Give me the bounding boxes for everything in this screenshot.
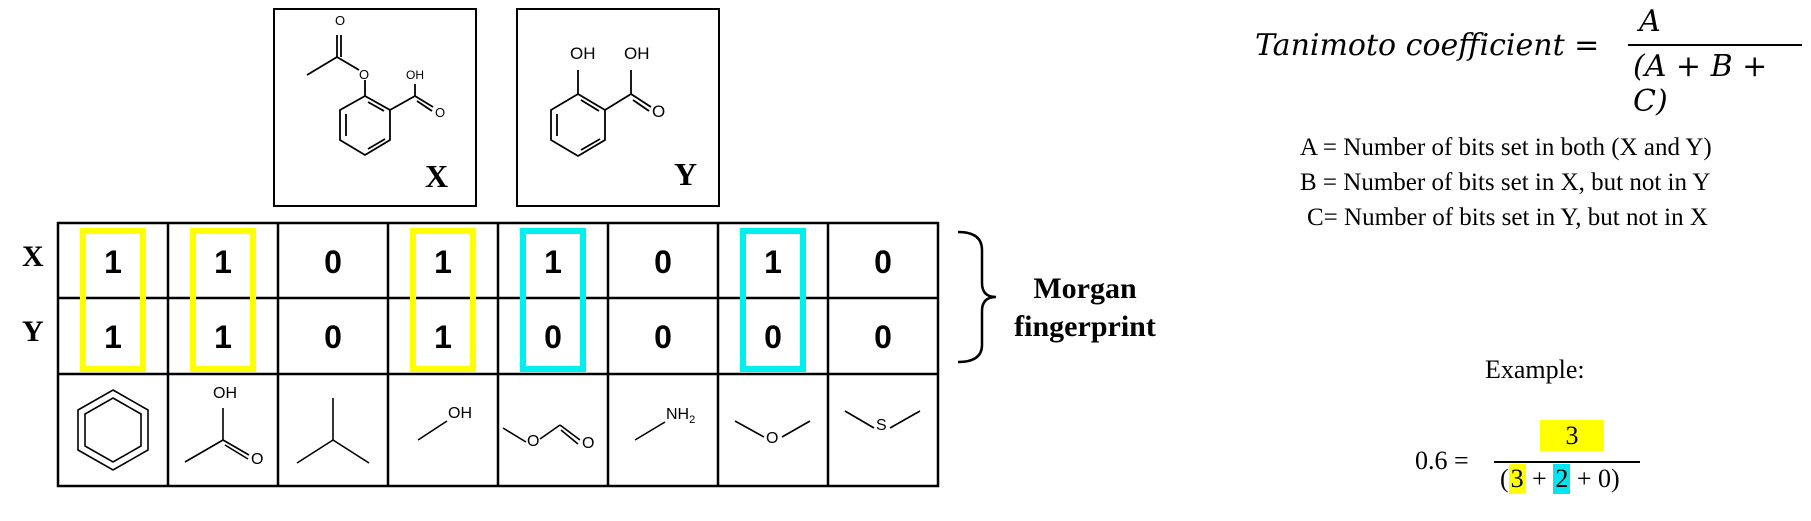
benzene-fragment [77,389,149,471]
fragment-label-s: S [876,417,887,434]
fragment-label-o: O [527,433,540,450]
fragment-label-o: O [582,435,595,452]
atom-label-oh: OH [624,44,650,63]
atom-label-oh: OH [570,44,596,63]
tanimoto-numerator: A [1639,4,1661,39]
paren-open: ( [1500,464,1509,493]
fraction-line [1628,44,1802,46]
amine-fragment [634,421,666,441]
molecule-y-box: OH OH O Y [516,8,720,207]
bit-cell: 0 [654,319,672,355]
thioether-fragment [844,410,921,429]
plus-sign: + [1525,464,1554,493]
salicylic-acid-structure [550,70,652,158]
definition-c: C= Number of bits set in Y, but not in X [1307,204,1708,231]
hydroxyl-fragment [417,420,448,441]
label-line: Morgan [1033,272,1137,305]
molecule-x-box: O O OH O X [273,8,477,207]
denominator-rest: + 0) [1570,464,1620,493]
bit-cell: 1 [104,244,122,280]
tanimoto-formula-lhs: Tanimoto coefficient = [1255,28,1600,63]
bit-cell: 0 [324,244,342,280]
atom-label-o: O [652,102,666,121]
molecule-y-label: Y [674,156,698,192]
example-title: Example: [1485,355,1585,384]
fragment-label-o: O [766,430,779,447]
bit-cell: 0 [764,319,782,355]
bit-cell: 1 [434,319,452,355]
morgan-fingerprint-label: Morgan fingerprint [1000,270,1170,346]
denominator-a: 3 [1508,464,1526,494]
ester-fragment [502,424,581,445]
atom-label-o: O [435,105,446,120]
fraction-line [1494,461,1640,463]
definition-b: B = Number of bits set in X, but not in … [1300,169,1711,196]
bit-cell: 0 [874,244,892,280]
tanimoto-denominator: (A + B + C) [1633,49,1768,119]
fragment-label-oh: OH [448,405,472,422]
isobutane-fragment [296,398,370,464]
highlight-yellow [190,228,256,372]
atom-label-oh: OH [406,68,424,82]
molecule-x-label: X [425,158,449,194]
highlight-cyan [520,228,586,372]
bit-cell: 1 [764,244,782,280]
table-grid [56,221,940,488]
bit-cell: 0 [324,319,342,355]
bit-cell: 1 [214,244,232,280]
bit-cell: 1 [214,319,232,355]
fragment-label-nh2: NH2 [666,406,696,427]
acetic-acid-fragment [184,408,250,463]
bit-cell: 0 [544,319,562,355]
definition-a: A = Number of bits set in both (X and Y) [1300,134,1712,161]
bit-cell: 0 [874,319,892,355]
example-denominator: (3 + 2 + 0) [1500,464,1620,494]
highlight-yellow [410,228,476,372]
ether-fragment [734,420,811,438]
bit-cell: 1 [434,244,452,280]
bit-cell: 1 [104,319,122,355]
atom-label-o: O [359,67,370,82]
denominator-b: 2 [1553,464,1571,494]
highlight-yellow [80,228,146,372]
aspirin-structure [306,35,434,157]
fragment-label-o: O [251,451,264,468]
highlight-cyan [740,228,806,372]
numerator-value: 3 [1565,421,1579,450]
fragment-label-oh: OH [213,385,237,402]
label-line: fingerprint [1014,310,1156,343]
example-lhs: 0.6 = [1415,446,1469,475]
row-label-x: X [22,240,44,273]
bit-cell: 1 [544,244,562,280]
example-numerator: 3 [1540,420,1604,451]
bit-cell: 0 [654,244,672,280]
atom-label-o: O [335,13,346,28]
bracket-icon [957,230,997,364]
row-label-y: Y [22,315,44,348]
